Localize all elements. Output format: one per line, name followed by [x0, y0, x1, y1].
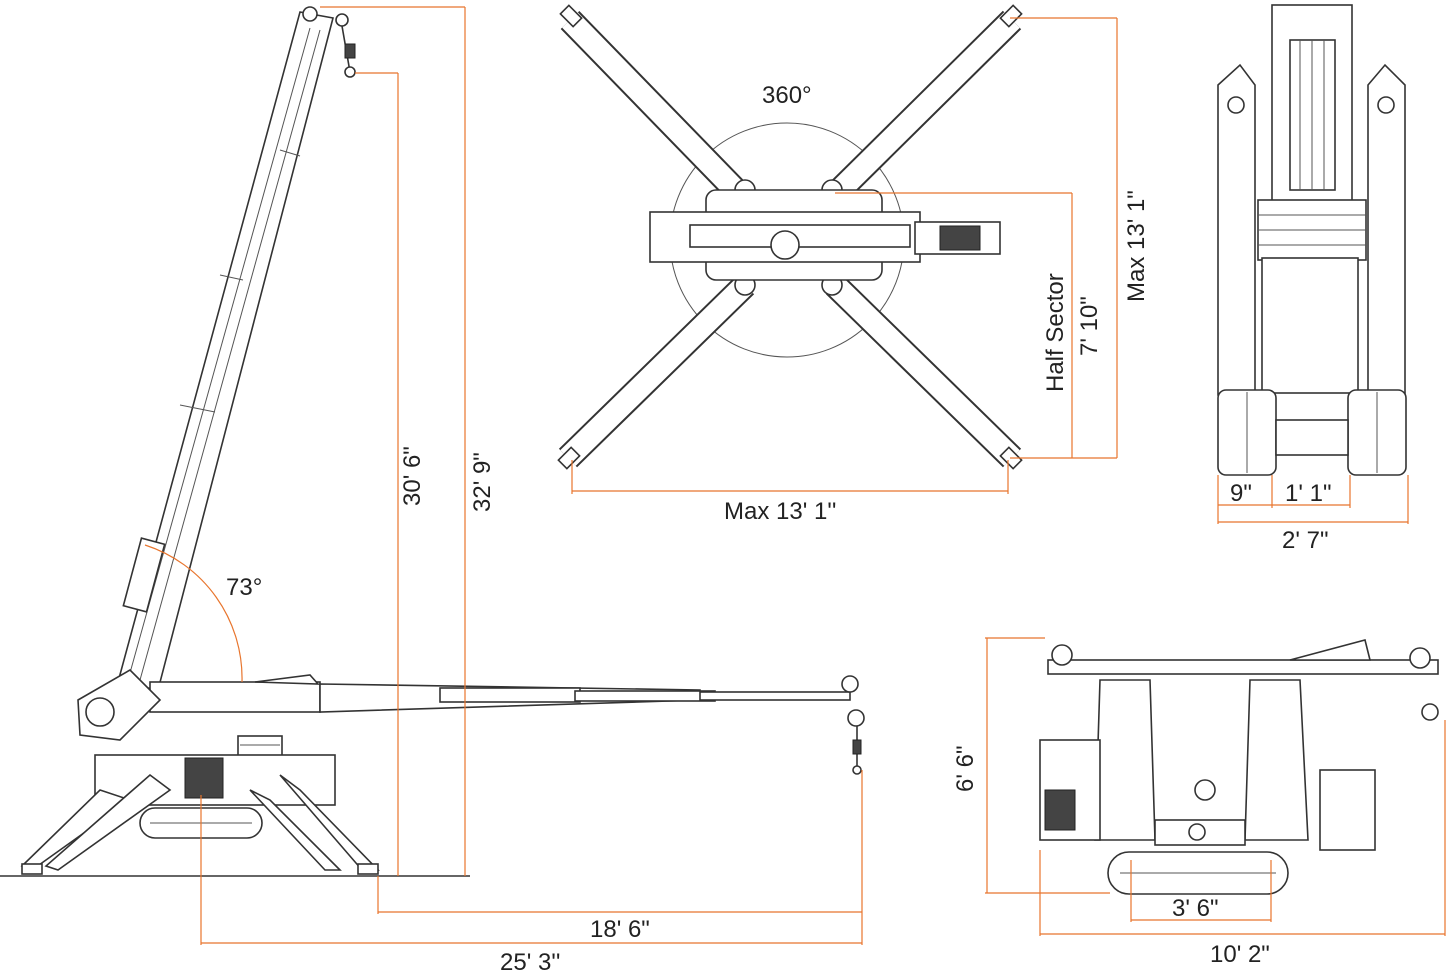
stowed-height-label: 6' 6": [952, 746, 979, 792]
angle-arc: [144, 544, 243, 683]
side-base: [20, 669, 380, 875]
outrigger-width-label: Max 13' 1'': [724, 498, 836, 525]
raised-boom: [117, 6, 356, 691]
side-dimension-lines: [200, 6, 863, 945]
outrigger-length-label: Max 13' 1": [1123, 190, 1150, 302]
half-sector-label: Half Sector: [1042, 273, 1069, 392]
half-sector-value: 7' 10": [1076, 296, 1103, 356]
boom-angle-label: 73°: [226, 574, 262, 601]
horizontal-boom: [149, 674, 865, 775]
top-body: [649, 189, 1001, 281]
reach-center-label: 25' 3'': [500, 949, 560, 976]
top-view: 360°: [557, 4, 1150, 525]
total-width-label: 2' 7": [1282, 527, 1328, 554]
front-dimension-lines: [1217, 475, 1409, 524]
top-dimension-lines: [571, 17, 1118, 494]
track-length-label: 3' 6": [1172, 895, 1218, 922]
front-body: [1261, 257, 1359, 394]
track-width-label: 9": [1230, 480, 1252, 507]
side-view: 73° 30' 6" 32' 9" 18' 6" 25' 3'': [0, 6, 865, 976]
track-gap-label: 1' 1": [1285, 480, 1331, 507]
front-view: 9" 1' 1" 2' 7": [1217, 4, 1409, 554]
stowed-view: 6' 6" 3' 6" 10' 2": [952, 637, 1446, 968]
reach-outrigger-label: 18' 6": [590, 916, 650, 943]
stowed-dimension-lines: [985, 637, 1446, 936]
hook-height-label: 30' 6": [399, 446, 426, 506]
tip-height-label: 32' 9": [469, 452, 496, 512]
total-length-label: 10' 2": [1210, 941, 1270, 968]
rotation-label: 360°: [762, 82, 812, 109]
hook: [344, 66, 356, 78]
hook-block: [344, 43, 356, 59]
